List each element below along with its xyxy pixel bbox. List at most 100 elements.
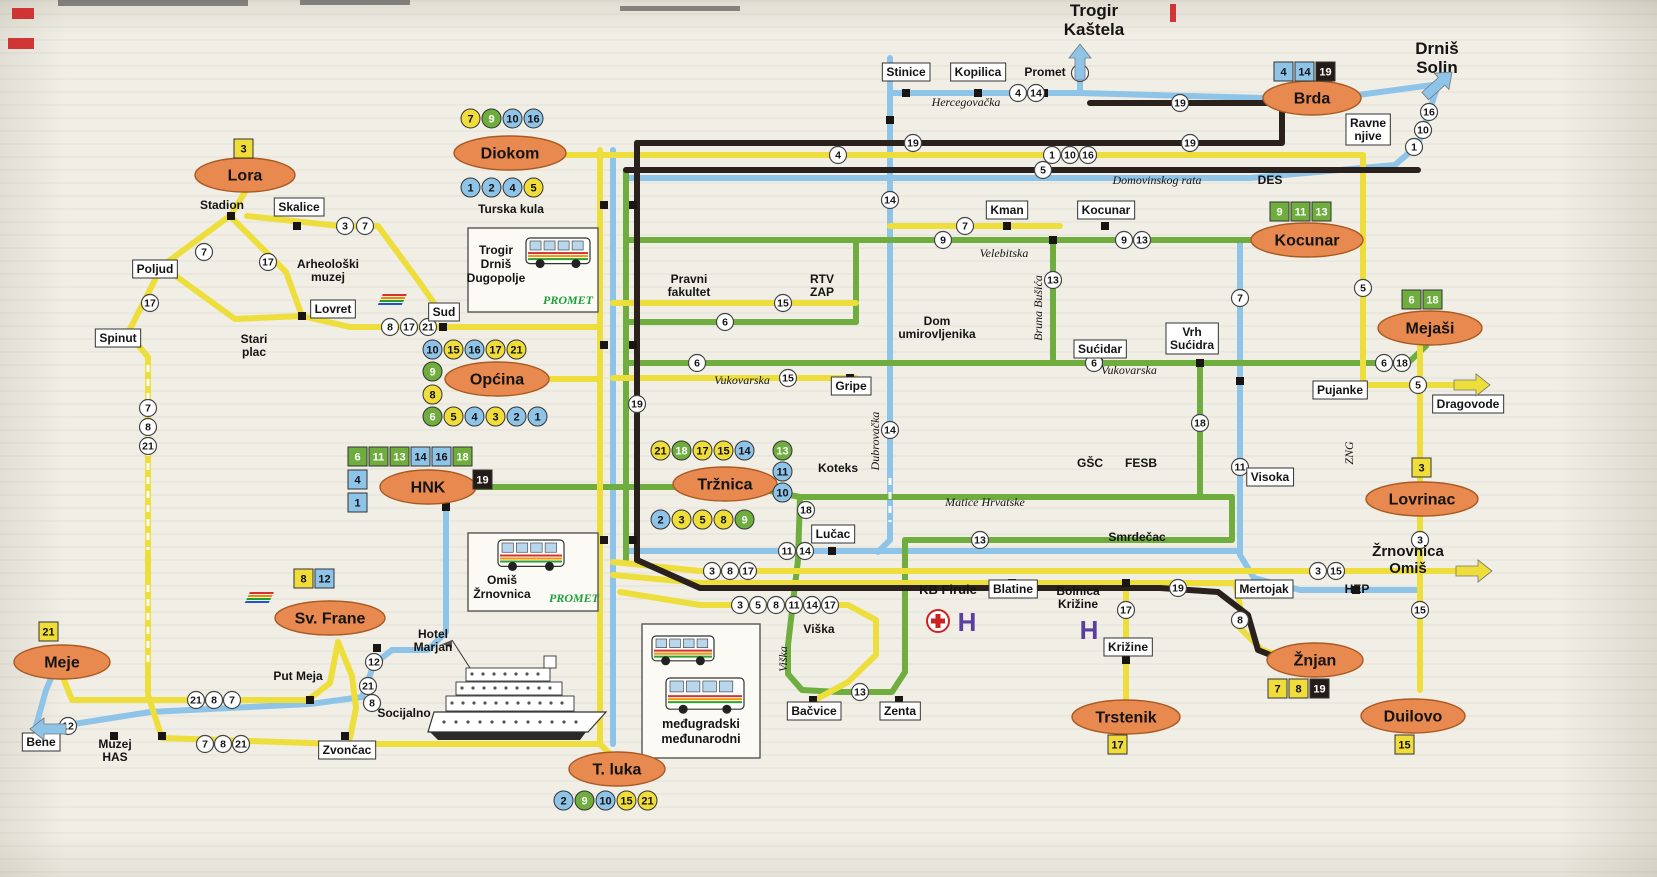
marker-circle <box>820 595 840 615</box>
route-badge: 19 <box>1309 678 1330 699</box>
badge-line-number: 19 <box>1313 684 1325 696</box>
route-badge: 19 <box>1315 61 1336 82</box>
line-number-marker: 13 <box>970 530 990 550</box>
bus-stripe <box>668 695 742 698</box>
badge-square <box>38 621 59 642</box>
terminal-oval <box>1365 481 1479 517</box>
route-line-blue <box>1237 239 1423 593</box>
route-badge: 11 <box>368 446 389 467</box>
badge-line-number: 18 <box>1426 295 1438 307</box>
ferry-window <box>460 686 464 690</box>
bus-window <box>669 680 684 693</box>
station-label: Kopilica <box>955 65 1002 79</box>
line-number-marker: 7 <box>1230 288 1250 308</box>
route-line-yellow <box>61 639 341 703</box>
station-label: Dubrovačka <box>868 412 882 472</box>
bus-window <box>686 680 701 693</box>
route-badge: 9 <box>422 361 443 382</box>
marker-number: 15 <box>777 298 789 310</box>
badge-line-number: 4 <box>509 183 516 195</box>
marker-circle <box>1230 288 1250 308</box>
ferry-deck <box>445 695 575 712</box>
marker-number: 5 <box>1360 283 1366 295</box>
badge-square <box>472 469 493 490</box>
route-badge: 16 <box>431 446 452 467</box>
ferry-window <box>550 720 554 724</box>
marker-number: 7 <box>1237 293 1243 305</box>
badge-square <box>314 568 335 589</box>
badge-line-number: 15 <box>620 796 632 808</box>
route-badge: 14 <box>410 446 431 467</box>
station: Smrdečac <box>1108 530 1166 544</box>
badge-line-number: 13 <box>776 446 788 458</box>
marker-circle <box>1374 353 1394 373</box>
badge-line-number: 10 <box>776 488 788 500</box>
line-number-marker: 3 <box>730 595 750 615</box>
stop-junction <box>886 116 894 124</box>
station: Mertojak <box>1234 579 1294 599</box>
marker-circle <box>773 293 793 313</box>
route-badge: 5 <box>443 406 464 427</box>
station: DES <box>1258 173 1283 187</box>
line-number-marker: 19 <box>1180 133 1200 153</box>
station: Lučac <box>811 524 856 544</box>
route-badge-group: 9 <box>422 361 443 382</box>
marker-number: 15 <box>782 373 794 385</box>
marker-circle <box>355 216 375 236</box>
station-label: Promet <box>1024 65 1065 79</box>
line-number-marker: 7 <box>955 216 975 236</box>
route-badge: 15 <box>713 440 734 461</box>
badge-circle <box>734 509 755 530</box>
marker-circle <box>796 500 816 520</box>
badge-square <box>1401 289 1422 310</box>
stop-junction <box>600 341 608 349</box>
terminal-label: T. luka <box>593 762 642 779</box>
station-label-box <box>1077 200 1136 220</box>
terminal-oval <box>453 135 567 171</box>
marker-circle <box>1410 530 1430 550</box>
badge-line-number: 6 <box>1408 295 1414 307</box>
station-label-box <box>1345 113 1391 146</box>
marker-circle <box>194 242 214 262</box>
bus-window <box>557 240 570 251</box>
station: Zenta <box>879 701 921 721</box>
ferry-window <box>442 720 446 724</box>
ferry-window <box>461 701 465 705</box>
line-number-marker: 17 <box>399 317 419 337</box>
badge-line-number: 2 <box>513 412 519 424</box>
bus-illustration <box>497 539 565 571</box>
station: Visoka <box>1246 467 1295 487</box>
marker-circle <box>903 133 923 153</box>
station: Kopilica <box>950 62 1007 82</box>
route-badge-group: 1 <box>347 492 368 513</box>
route-badge: 19 <box>472 469 493 490</box>
marker-circle <box>1353 278 1373 298</box>
station-label-box <box>1165 322 1219 355</box>
badge-line-number: 11 <box>373 452 385 464</box>
station: Pujanke <box>1312 380 1368 400</box>
station-label: Sud <box>433 305 456 319</box>
station: KB Firule <box>919 582 977 597</box>
line-number-marker: 9 <box>1114 230 1134 250</box>
station: Bruna Bušića <box>1031 275 1045 341</box>
station-label: Zvončac <box>323 743 372 757</box>
terminal-label: Duilovo <box>1384 709 1443 726</box>
badge-circle <box>692 440 713 461</box>
ferry-window <box>525 672 529 676</box>
station-label-box <box>94 328 142 348</box>
station: Velebitska <box>980 246 1029 260</box>
badge-line-number: 12 <box>318 574 330 586</box>
station: Bačvice <box>786 701 842 721</box>
badge-line-number: 8 <box>720 515 726 527</box>
bus-window <box>571 240 584 251</box>
stop-junction <box>629 341 637 349</box>
badge-line-number: 14 <box>1298 67 1311 79</box>
marker-circle <box>1060 145 1080 165</box>
badge-circle <box>485 406 506 427</box>
badge-square <box>1107 734 1128 755</box>
